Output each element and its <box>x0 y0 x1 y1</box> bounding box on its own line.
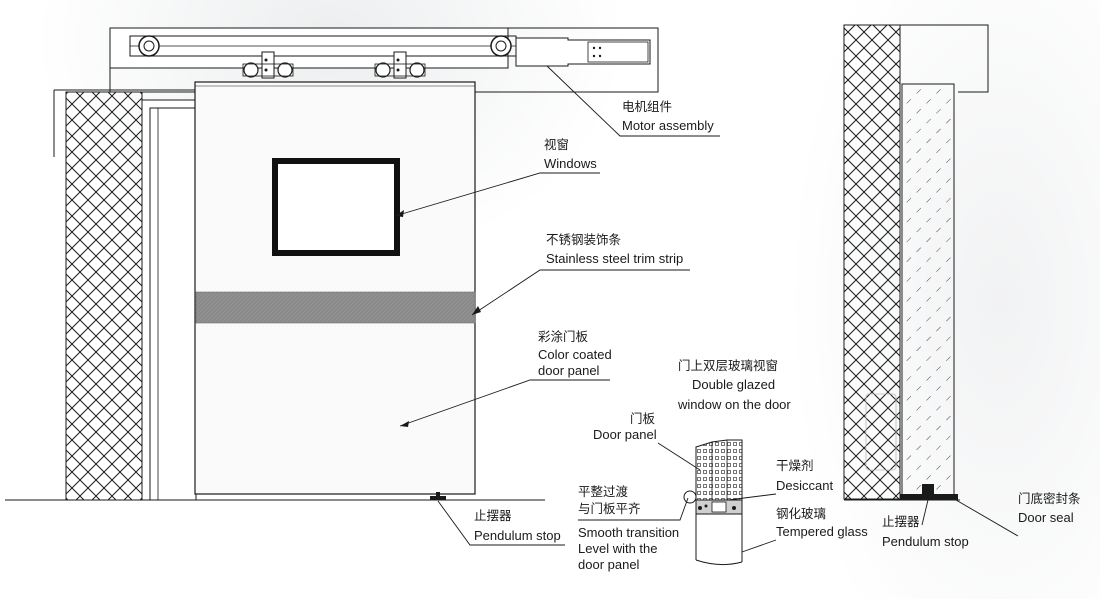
svg-text:Door seal: Door seal <box>1018 510 1074 525</box>
label-motor: 电机组件 Motor assembly <box>622 100 714 133</box>
svg-text:止摆器: 止摆器 <box>882 515 920 529</box>
svg-text:Level with the: Level with the <box>578 541 658 556</box>
label-desiccant: 干燥剂 Desiccant <box>776 458 833 493</box>
svg-text:钢化玻璃: 钢化玻璃 <box>776 507 826 521</box>
svg-text:Windows: Windows <box>544 156 597 171</box>
label-smooth: 平整过渡 与门板平齐 Smooth transition Level with … <box>578 484 679 572</box>
svg-text:门底密封条: 门底密封条 <box>1018 491 1081 506</box>
trim-strip <box>195 291 476 324</box>
svg-text:Color coated: Color coated <box>538 347 612 362</box>
pulley-right <box>490 35 512 57</box>
svg-text:干燥剂: 干燥剂 <box>776 458 814 473</box>
svg-text:Smooth transition: Smooth transition <box>578 525 679 540</box>
leader-arrows <box>395 210 481 427</box>
side-section <box>843 24 989 501</box>
label-windows: 视窗 Windows <box>544 137 597 171</box>
front-elevation <box>5 27 659 501</box>
svg-text:彩涂门板: 彩涂门板 <box>538 329 589 344</box>
svg-text:Door panel: Door panel <box>593 427 657 442</box>
svg-text:Motor assembly: Motor assembly <box>622 118 714 133</box>
svg-text:门板: 门板 <box>630 411 656 426</box>
label-double-glazed: 门上双层玻璃视窗 Double glazed window on the doo… <box>677 358 791 412</box>
svg-text:Desiccant: Desiccant <box>776 478 833 493</box>
svg-text:与门板平齐: 与门板平齐 <box>578 501 641 516</box>
svg-text:door panel: door panel <box>538 363 600 378</box>
svg-text:平整过渡: 平整过渡 <box>578 484 629 499</box>
svg-text:Pendulum stop: Pendulum stop <box>882 534 969 549</box>
svg-text:电机组件: 电机组件 <box>622 100 672 114</box>
svg-text:门上双层玻璃视窗: 门上双层玻璃视窗 <box>678 358 778 373</box>
svg-text:Pendulum stop: Pendulum stop <box>474 528 561 543</box>
glazing-detail <box>683 439 743 566</box>
motor-housing <box>109 27 659 93</box>
label-pendulum-left: 止摆器 Pendulum stop <box>474 509 561 543</box>
svg-text:Double glazed: Double glazed <box>692 377 775 392</box>
label-trim: 不锈钢装饰条 Stainless steel trim strip <box>546 232 683 266</box>
svg-text:window on the door: window on the door <box>677 397 791 412</box>
svg-text:Stainless steel trim strip: Stainless steel trim strip <box>546 251 683 266</box>
label-pendulum-right: 止摆器 Pendulum stop <box>882 515 969 549</box>
svg-text:Tempered glass: Tempered glass <box>776 524 868 539</box>
wall-section-left <box>53 89 197 501</box>
door-leaf <box>194 81 476 495</box>
svg-text:不锈钢装饰条: 不锈钢装饰条 <box>546 232 622 247</box>
view-window <box>272 158 400 256</box>
hanger-right <box>374 51 426 79</box>
motor-box <box>515 37 651 67</box>
svg-text:door panel: door panel <box>578 557 640 572</box>
label-tempered: 钢化玻璃 Tempered glass <box>776 507 868 539</box>
label-door-panel: 门板 Door panel <box>593 411 657 442</box>
label-door-seal: 门底密封条 Door seal <box>1018 491 1081 525</box>
label-panel: 彩涂门板 Color coated door panel <box>538 329 612 378</box>
hanger-left <box>242 51 294 79</box>
glazing-leaders <box>578 442 777 553</box>
leader-lines <box>394 65 720 546</box>
pulley-left <box>138 35 160 57</box>
side-leaders <box>921 499 1019 537</box>
svg-text:止摆器: 止摆器 <box>474 509 512 523</box>
pendulum-stop-front <box>430 492 446 500</box>
svg-text:视窗: 视窗 <box>544 137 569 152</box>
